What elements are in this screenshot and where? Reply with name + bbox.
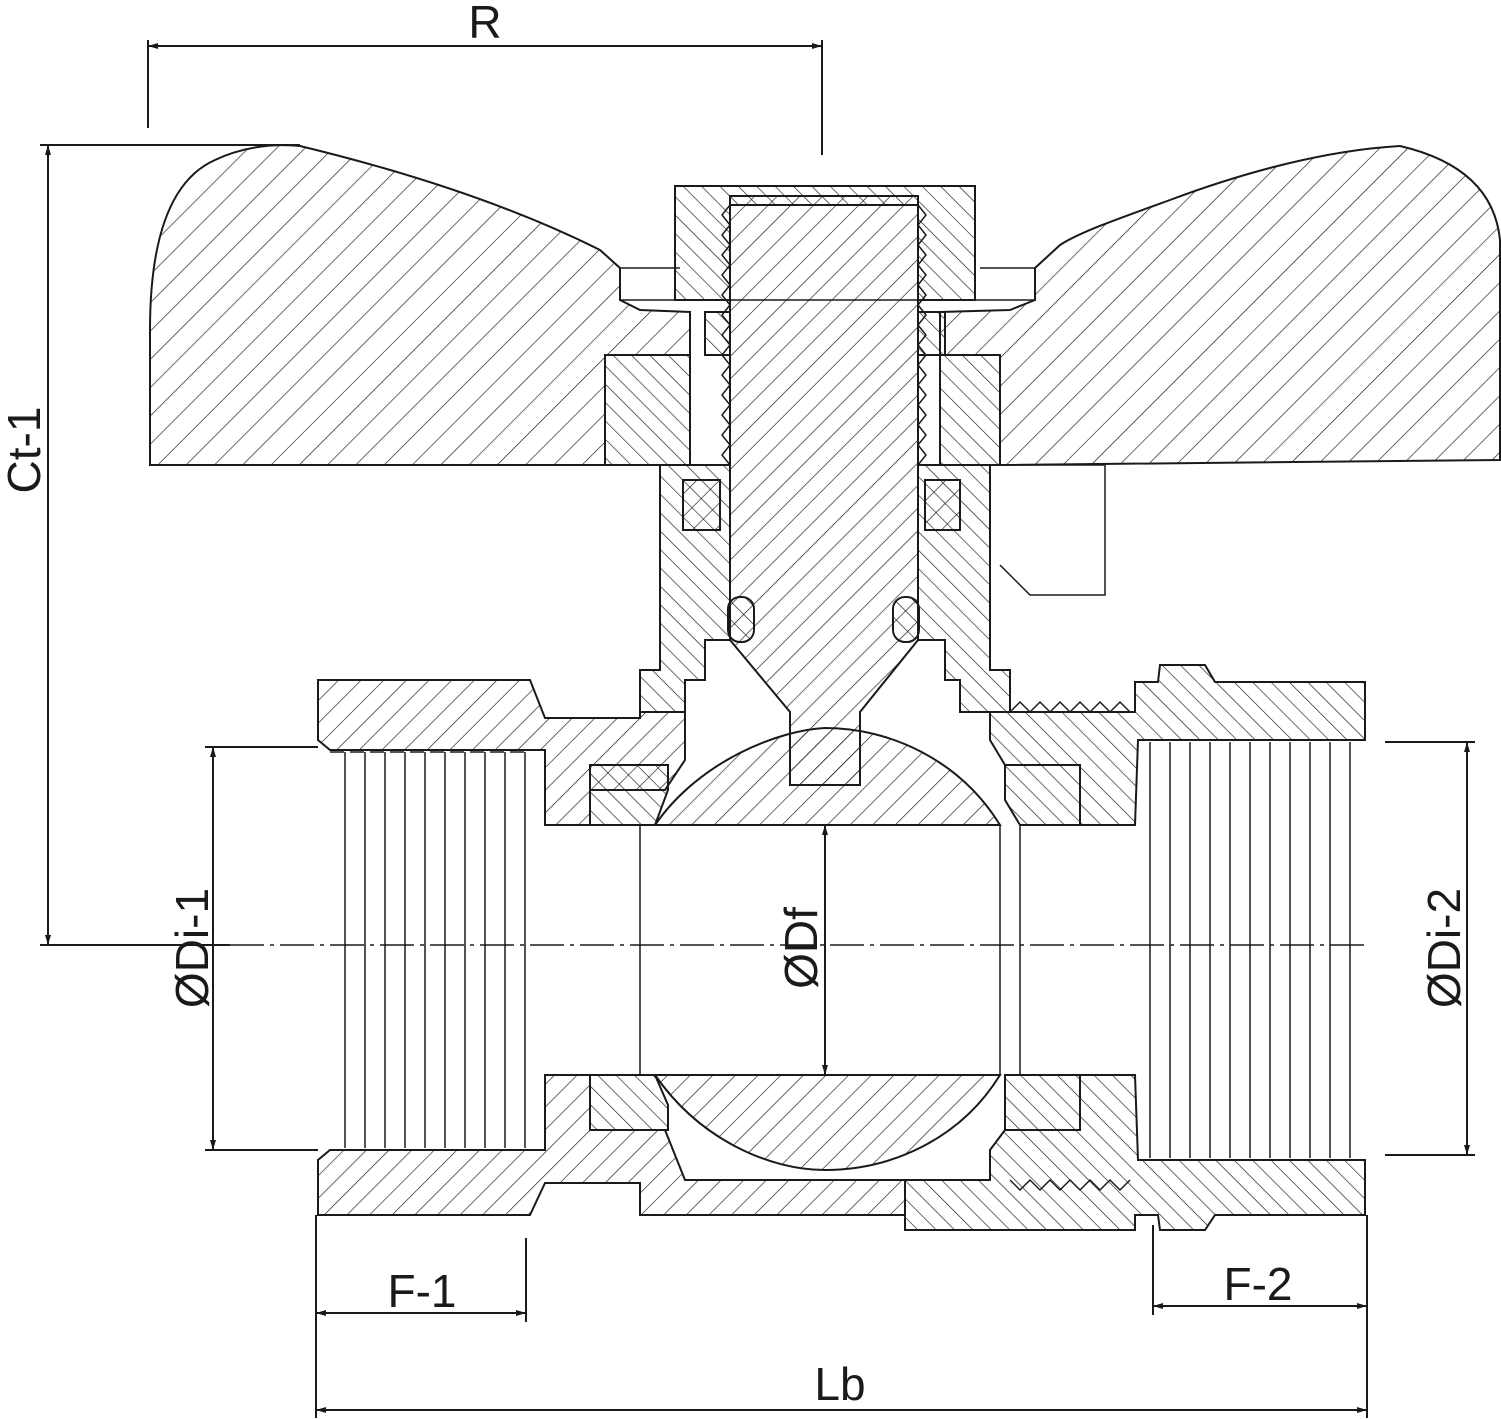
dimension-f-1: F-1	[315, 1215, 527, 1322]
valve-seats	[589, 764, 1081, 1131]
outlet-thread-lines	[1149, 742, 1351, 1158]
dimension-di-2: ØDi-2	[1385, 741, 1475, 1156]
outlet-body	[904, 664, 1366, 1231]
dimension-di-1: ØDi-1	[166, 746, 318, 1151]
dimension-lb-label: Lb	[814, 1358, 865, 1410]
dimension-di-1-label: ØDi-1	[166, 888, 218, 1008]
dimension-df-label: ØDf	[775, 907, 827, 989]
valve-bonnet	[639, 464, 1011, 713]
butterfly-handle	[149, 144, 1501, 596]
top-nut	[674, 185, 976, 356]
dimension-df: ØDf	[775, 825, 828, 1075]
dimension-f-2: F-2	[1152, 1215, 1368, 1315]
inlet-thread-lines	[344, 752, 526, 1148]
dimension-di-2-label: ØDi-2	[1418, 888, 1470, 1008]
dimension-r-label: R	[468, 0, 501, 48]
dimension-f-1-label: F-1	[388, 1265, 457, 1317]
dimension-ct-1: Ct-1	[0, 144, 300, 946]
valve-ball	[639, 726, 1021, 1172]
valve-stem	[721, 195, 927, 786]
dimension-lb: Lb	[315, 1315, 1368, 1418]
dimension-r: R	[147, 0, 823, 155]
dimension-f-2-label: F-2	[1224, 1258, 1293, 1310]
dimension-ct-1-label: Ct-1	[0, 407, 50, 494]
